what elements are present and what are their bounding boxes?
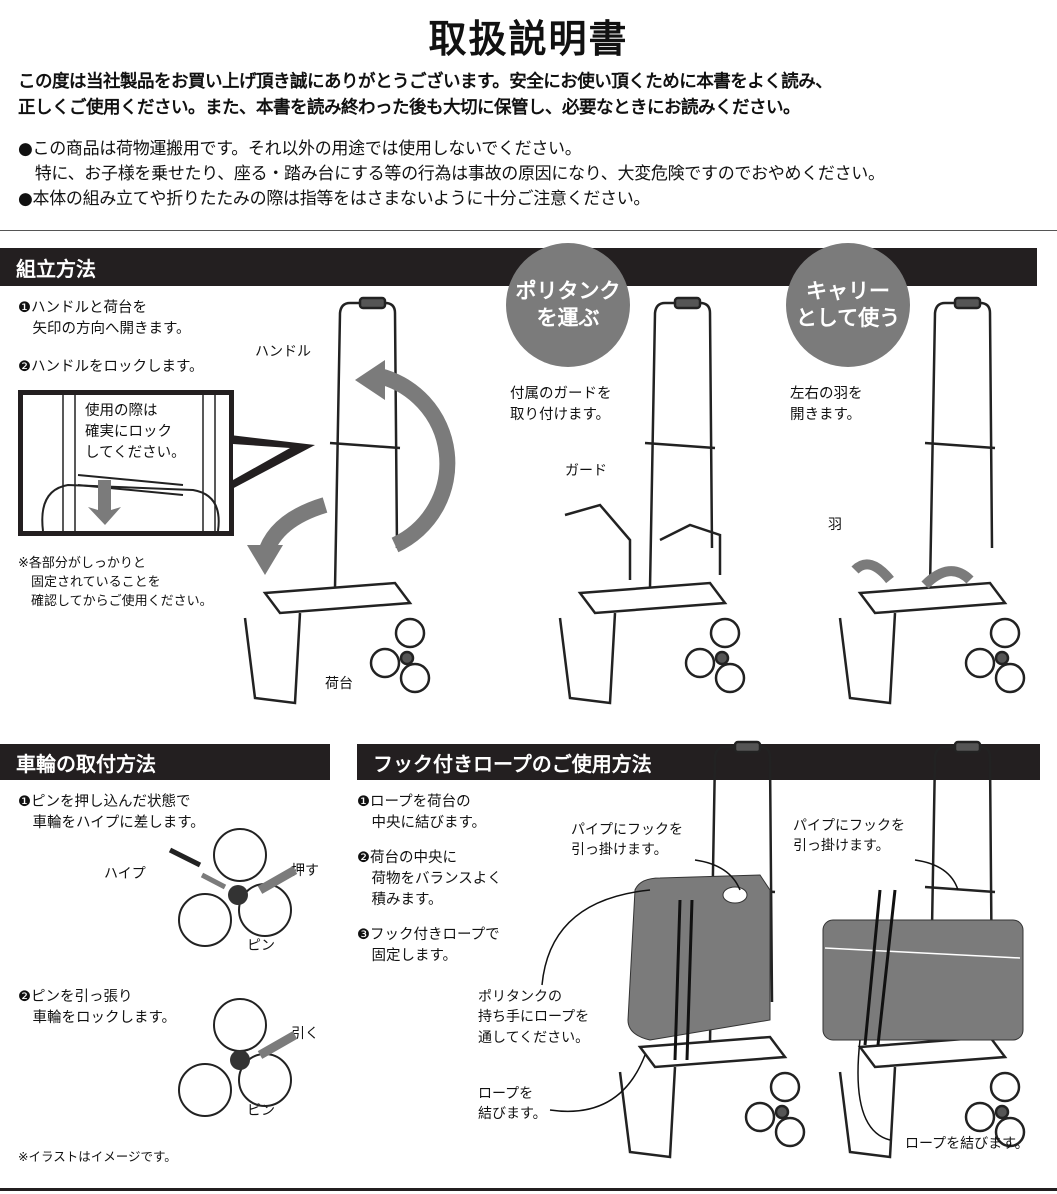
note-line: 固定されていることを [18,574,161,590]
step-text: ❸フック付きロープで [357,927,500,944]
tie-instruction-2: ロープを結びます。 [905,1136,1029,1152]
carry-line: 開きます。 [790,407,862,424]
tank-handle-line: ポリタンクの [478,989,562,1005]
callout-pointer [230,435,315,490]
note-line: ※各部分がしっかりと [18,556,146,571]
rotation-arrows-icon [247,360,456,575]
carry-badge-line1: キャリー [806,278,890,303]
assembly-step-2: ❷ハンドルをロックします。 [18,359,204,375]
rope-header-text: フック付きロープのご使用方法 [373,751,652,776]
step-text: 荷物をバランスよく [357,871,502,888]
hook-instruction-1: パイプにフックを引っ掛けます。 [571,820,683,861]
step-text: ❶ハンドルと荷台を [18,300,147,316]
tank-badge: ポリタンクを運ぶ [506,243,630,367]
trolley-illustration-assembly [243,296,431,705]
label-pull: 引く [291,1026,319,1042]
guard-illustration [564,503,722,580]
callout-line: してください。 [85,445,186,462]
label-pin-1: ピン [247,938,275,954]
tank-handle-instruction: ポリタンクの持ち手にロープを通してください。 [478,987,589,1048]
page-title: 取扱説明書 [428,17,629,61]
trolley-illustration-carry [838,296,1026,705]
hook-instruction-2: パイプにフックを引っ掛けます。 [793,816,905,857]
tank-badge-line1: ポリタンク [515,278,621,303]
step-text: 積みます。 [357,892,443,909]
tank-badge-line2: を運ぶ [536,306,600,330]
tank-line: 付属のガードを [510,386,612,402]
poly-tank-illustration [627,874,771,1061]
pointer-arrows [541,859,959,1141]
bullet-1-cont: 特に、お子様を乗せたり、座る・踏み台にする等の行為は事故の原因になり、大変危険で… [18,164,885,184]
step-text: ❷ピンを引っ張り [18,989,133,1005]
label-handle: ハンドル [255,344,311,360]
tie-line: ロープを [478,1086,534,1102]
carry-badge-line2: として使う [795,306,901,330]
label-push: 押す [291,863,319,879]
step-text: ❶ピンを押し込んだ状態で [18,794,191,810]
note-line: 確認してからご使用ください。 [18,593,213,609]
rope-header: フック付きロープのご使用方法 [357,744,1040,780]
hook-line: パイプにフックを [793,818,905,834]
wheel-step-1: ❶ピンを押し込んだ状態で 車輪をハイプに差します。 [18,792,205,834]
label-wing: 羽 [828,517,842,533]
callout-text: 使用の際は確実にロックしてください。 [85,401,186,465]
carry-badge: キャリーとして使う [786,243,910,367]
step-text: 中央に結びます。 [357,815,487,832]
hook-line: 引っ掛けます。 [571,842,668,859]
step-text: 矢印の方向へ開きます。 [18,321,191,338]
assembly-header-text: 組立方法 [16,256,96,281]
step-text: ❶ロープを荷台の [357,794,471,810]
step-text: 固定します。 [357,948,458,965]
wheel-header-text: 車輪の取付方法 [16,751,156,776]
divider [0,230,1057,231]
step-text: ❷荷台の中央に [357,850,457,867]
label-pipe: ハイプ [104,866,146,882]
rope-steps: ❶ロープを荷台の 中央に結びます。 ❷荷台の中央に 荷物をバランスよく 積みます… [357,792,502,967]
bullet-2: ●本体の組み立てや折りたたみの際は指等をはさまないように十分ご注意ください。 [18,189,651,209]
tie-line: 結びます。 [478,1106,547,1123]
tank-line: 取り付けます。 [510,407,611,424]
cooler-box-illustration [822,889,1024,1046]
wheel-attach-illustration [168,828,298,947]
label-pin-2: ピン [247,1103,275,1119]
wheel-step-2: ❷ピンを引っ張り 車輪をロックします。 [18,987,176,1029]
tank-handle-line: 通してください。 [478,1029,590,1046]
bullet-1: ●この商品は荷物運搬用です。それ以外の用途では使用しないでください。 [18,139,582,159]
tank-handle-line: 持ち手にロープを [478,1009,590,1026]
step-text: 車輪をハイプに差します。 [18,815,205,832]
intro-line-1: この度は当社製品をお買い上げ頂き誠にありがとうございます。安全にお使い頂くために… [18,72,833,92]
wheel-header: 車輪の取付方法 [0,744,330,780]
step-text: 車輪をロックします。 [18,1010,177,1027]
hook-line: パイプにフックを [571,822,683,838]
lock-callout: 使用の際は確実にロックしてください。 [18,390,234,536]
trolley-illustration-tank [558,296,746,705]
callout-line: 確実にロック [85,424,172,441]
hook-line: 引っ掛けます。 [793,838,890,855]
tank-instructions: 付属のガードを取り付けます。 [510,384,612,426]
tie-instruction-1: ロープを結びます。 [478,1084,547,1125]
assembly-note: ※各部分がしっかりと 固定されていることを 確認してからご使用ください。 [18,555,213,612]
callout-line: 使用の際は [85,403,158,419]
wheel-lock-illustration [178,998,298,1117]
carry-line: 左右の羽を [790,386,863,402]
lock-detail-illustration [41,395,220,531]
carry-instructions: 左右の羽を開きます。 [790,384,863,426]
assembly-step-1: ❶ハンドルと荷台を 矢印の方向へ開きます。 [18,298,191,340]
wheel-note: ※イラストはイメージです。 [18,1149,177,1164]
intro-line-2: 正しくご使用ください。また、本書を読み終わった後も大切に保管し、必要なときにお読… [18,98,801,118]
label-guard: ガード [565,463,607,479]
wing-open-arrows-icon [851,559,974,589]
label-platform: 荷台 [325,676,353,692]
bottom-rule [0,1188,1057,1191]
